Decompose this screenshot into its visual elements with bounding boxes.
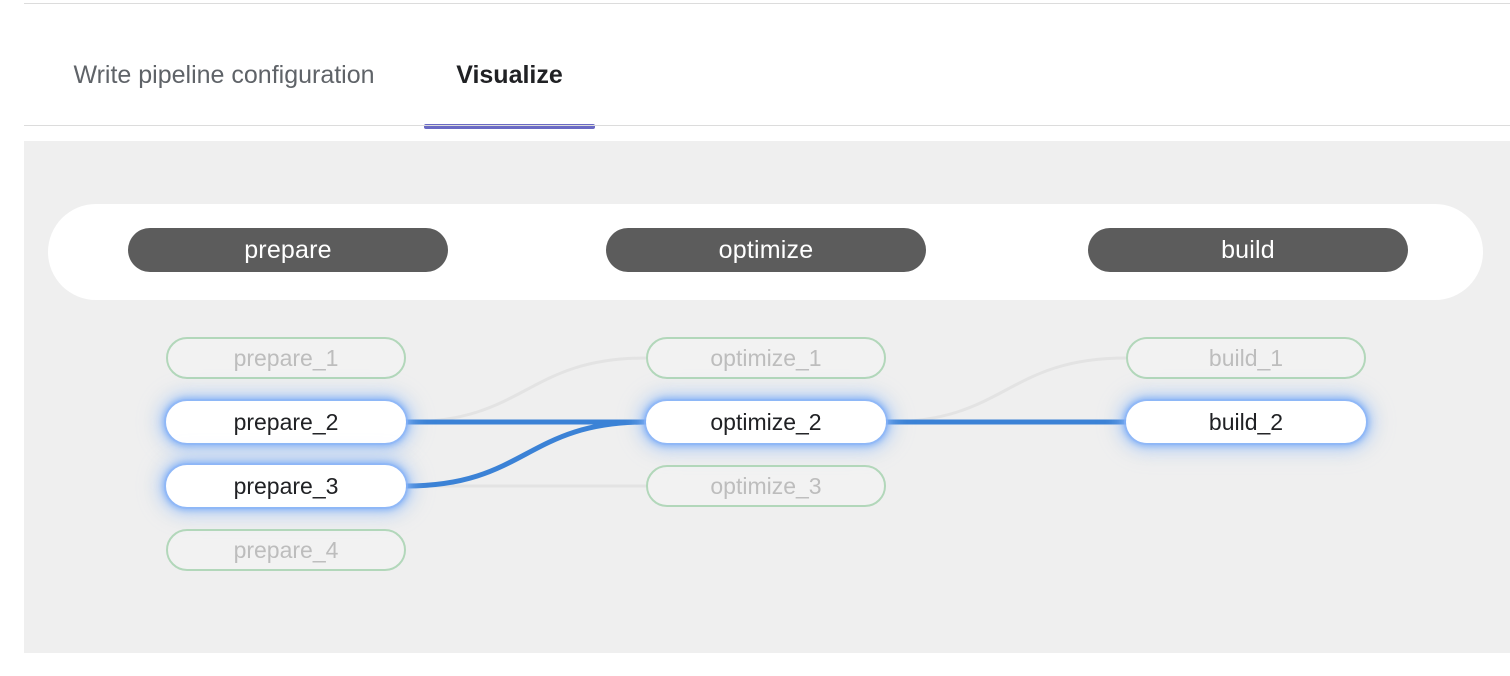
job-node-prepare_2[interactable]: prepare_2 — [166, 401, 406, 443]
edge-optimize_2-to-build_1 — [884, 356, 1128, 424]
job-node-label: prepare_1 — [233, 344, 339, 371]
stage-pill-label: optimize — [718, 235, 814, 264]
stage-pill-prepare[interactable]: prepare — [128, 228, 448, 272]
stage-pill-optimize[interactable]: optimize — [606, 228, 926, 272]
job-node-label: optimize_3 — [710, 472, 822, 499]
job-node-label: optimize_1 — [710, 344, 822, 371]
job-node-label: prepare_4 — [233, 536, 339, 563]
job-node-optimize_3[interactable]: optimize_3 — [646, 465, 886, 507]
job-node-label: prepare_3 — [233, 472, 339, 499]
job-node-label: build_2 — [1208, 408, 1284, 435]
tab-visualize[interactable]: Visualize — [424, 4, 595, 125]
tab-bar: Write pipeline configuration Visualize — [0, 4, 1510, 129]
active-tab-indicator — [424, 124, 595, 129]
job-node-label: prepare_2 — [233, 408, 339, 435]
tab-write-pipeline-configuration[interactable]: Write pipeline configuration — [24, 4, 424, 125]
tab-visualize-label: Visualize — [456, 61, 563, 89]
edge-prepare_2-to-optimize_1 — [404, 356, 648, 424]
edge-prepare_3-to-optimize_2 — [403, 419, 649, 489]
job-node-optimize_2[interactable]: optimize_2 — [646, 401, 886, 443]
job-node-label: build_1 — [1208, 344, 1284, 371]
job-node-build_2[interactable]: build_2 — [1126, 401, 1366, 443]
job-node-label: optimize_2 — [710, 408, 822, 435]
tab-write-label: Write pipeline configuration — [73, 61, 375, 89]
job-node-optimize_1[interactable]: optimize_1 — [646, 337, 886, 379]
stage-header-bar: prepare optimize build — [48, 204, 1483, 300]
job-node-prepare_4[interactable]: prepare_4 — [166, 529, 406, 571]
job-node-build_1[interactable]: build_1 — [1126, 337, 1366, 379]
tab-bar-divider — [24, 125, 1510, 126]
job-node-prepare_1[interactable]: prepare_1 — [166, 337, 406, 379]
job-node-prepare_3[interactable]: prepare_3 — [166, 465, 406, 507]
top-divider — [24, 3, 1510, 4]
stage-pill-label: prepare — [244, 235, 332, 264]
stage-pill-build[interactable]: build — [1088, 228, 1408, 272]
stage-pill-label: build — [1221, 235, 1275, 264]
